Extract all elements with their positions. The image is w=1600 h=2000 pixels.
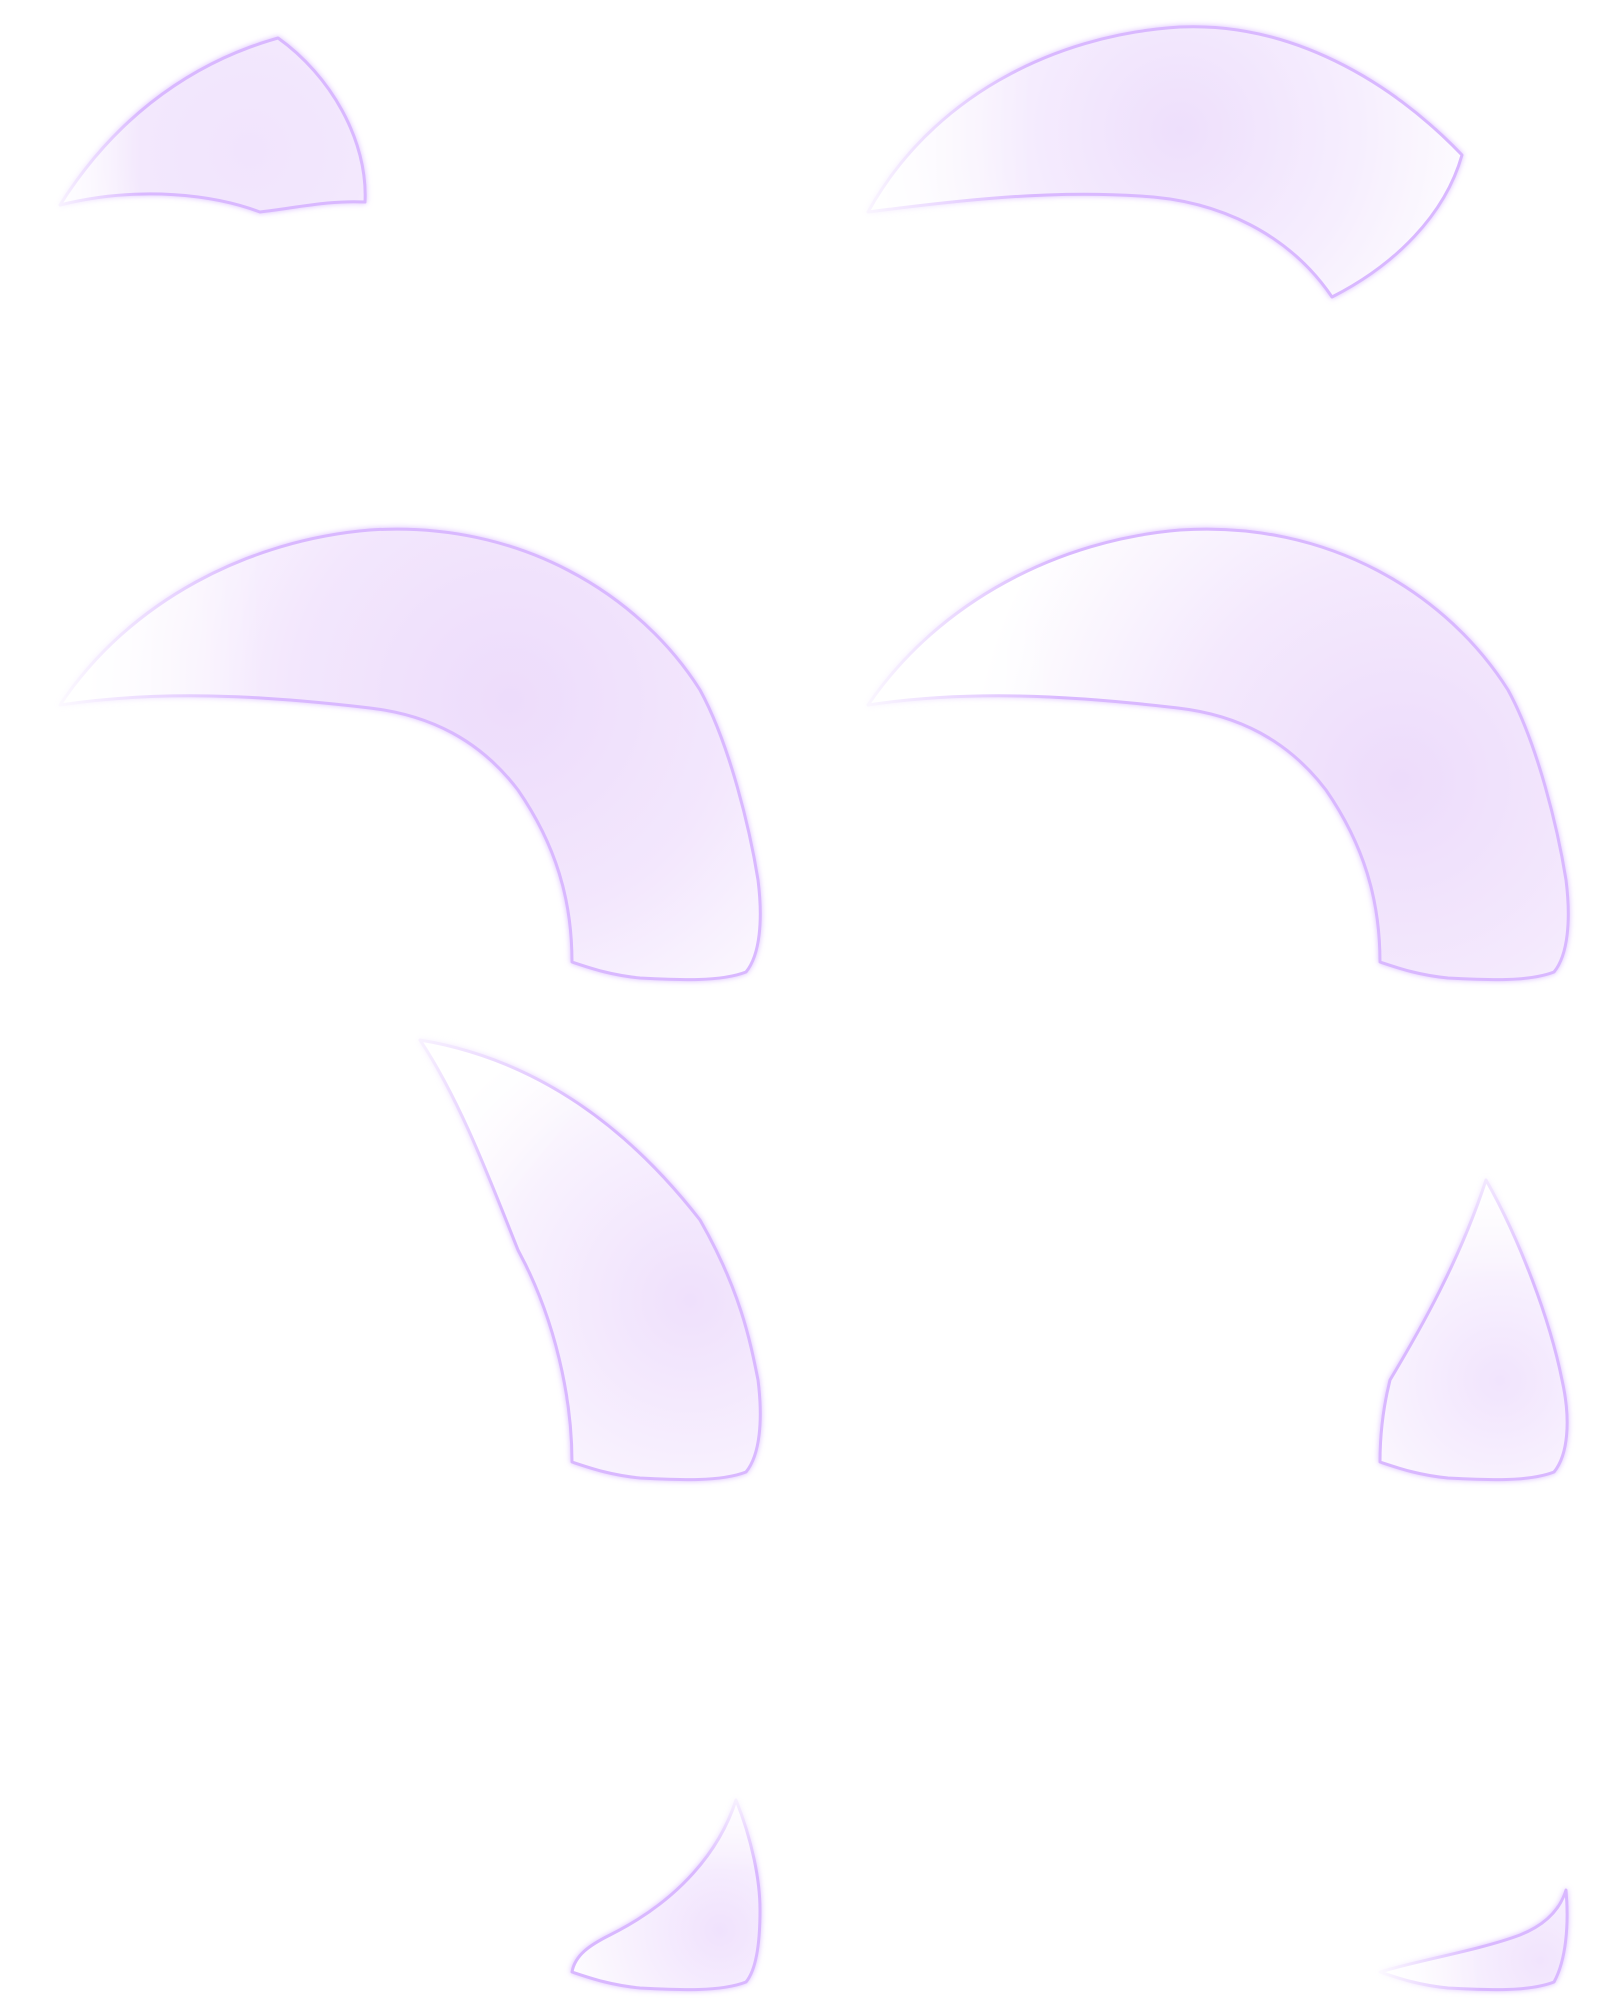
crescent-bottom-right [1378,1888,1569,1992]
crescent-top-left [58,36,367,214]
crescent-lower-right [1378,1178,1569,1482]
crescent-top-right [866,25,1464,299]
crescent-middle-right [866,527,1570,982]
crescent-bottom-left [570,1798,762,1992]
crescent-middle-left [58,527,762,982]
crescent-lower-left [418,1038,762,1482]
